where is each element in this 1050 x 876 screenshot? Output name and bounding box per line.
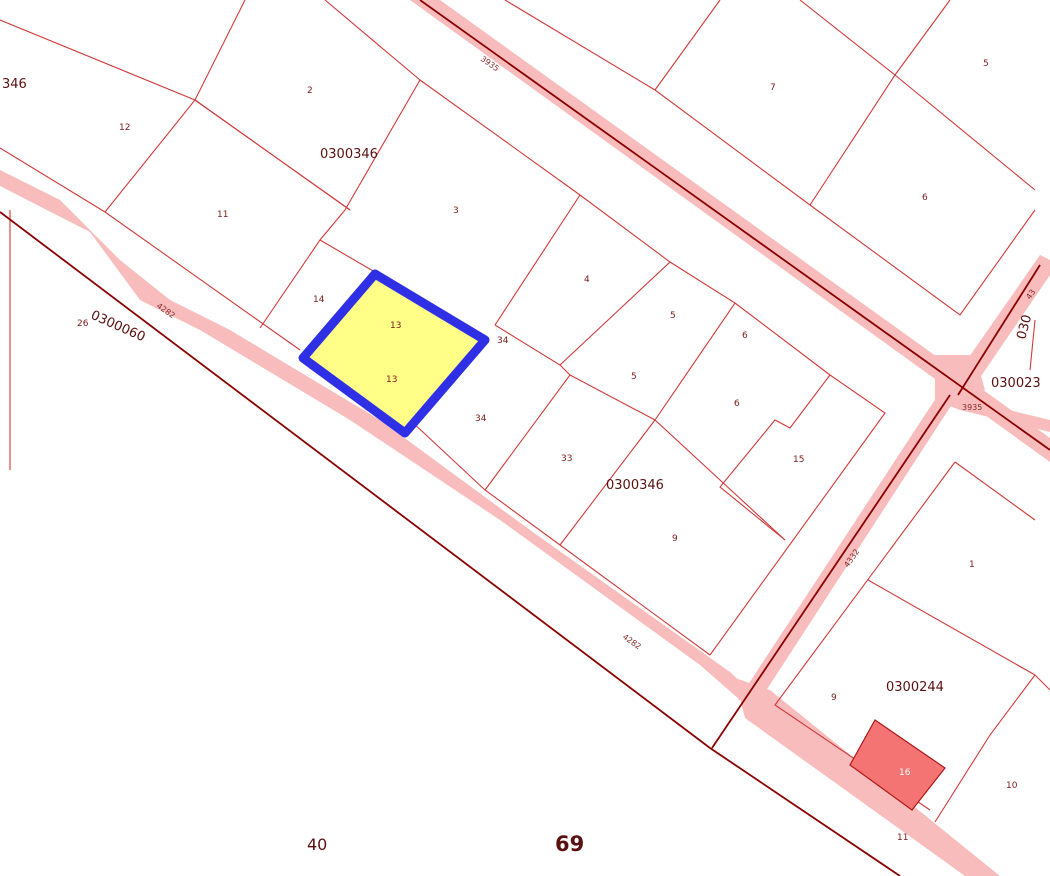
parcel-11-label: 11 — [217, 210, 228, 220]
parcel-9-label: 9 — [672, 534, 678, 544]
block-labels: 0300346 0300346 0300060 0300244 030023 0… — [88, 147, 1040, 695]
parcel-3-label: 3 — [453, 206, 459, 216]
block-0300346-top-label: 0300346 — [320, 147, 378, 162]
parcel-33-label: 33 — [561, 454, 572, 464]
parcel-10-label: 10 — [1006, 781, 1018, 791]
parcel-labels: 346 12 2 11 3 14 13 13 34 34 4 5 5 6 6 3… — [2, 59, 1018, 843]
block-030-top-right-label: 030 — [1014, 313, 1035, 341]
block-0300346-mid-label: 0300346 — [606, 478, 664, 493]
block-030023-label: 030023 — [991, 376, 1041, 391]
parcel-9-right-label: 9 — [831, 693, 837, 703]
label-40: 40 — [307, 835, 327, 854]
bottom-labels: 40 69 — [307, 832, 584, 856]
parcel-7-label: 7 — [770, 83, 776, 93]
block-0300060-label: 0300060 — [88, 308, 147, 345]
parcel-4-label: 4 — [584, 275, 590, 285]
red-parcel-16[interactable] — [849, 719, 946, 811]
parcel-5-right-label: 5 — [983, 59, 989, 69]
parcel-6b-label: 6 — [734, 399, 740, 409]
road-right — [960, 398, 1050, 432]
road-4282 — [0, 170, 760, 700]
block-0300244-label: 0300244 — [886, 680, 944, 695]
parcel-6a-label: 6 — [742, 331, 748, 341]
highlighted-parcel-13[interactable] — [298, 269, 490, 438]
parcel-12-label: 12 — [119, 123, 130, 133]
label-69: 69 — [555, 832, 584, 856]
parcel-14-label: 14 — [313, 295, 325, 305]
parcel-34-label: 34 — [475, 414, 487, 424]
parcel-5a-label: 5 — [670, 311, 676, 321]
parcel-13-bottom-label: 13 — [386, 375, 397, 385]
parcel-26-label: 26 — [77, 319, 89, 329]
parcel-11-bottom-label: 11 — [897, 833, 908, 843]
parcel-1-label: 1 — [969, 560, 975, 570]
parcel-16-label: 16 — [899, 768, 911, 778]
parcel-13-top-label: 13 — [390, 321, 401, 331]
road-3935-top — [410, 0, 1050, 462]
parcel-lines — [0, 0, 1050, 823]
parcel-34-top-label: 34 — [497, 336, 509, 346]
parcel-5b-label: 5 — [631, 372, 637, 382]
road-3935-right-label: 3935 — [962, 403, 982, 412]
parcel-6-right-label: 6 — [922, 193, 928, 203]
parcel-346-left-label: 346 — [2, 77, 27, 92]
road-4282-bottom-label: 4282 — [621, 632, 643, 651]
parcel-15-label: 15 — [793, 455, 804, 465]
parcel-2-label: 2 — [307, 86, 313, 96]
